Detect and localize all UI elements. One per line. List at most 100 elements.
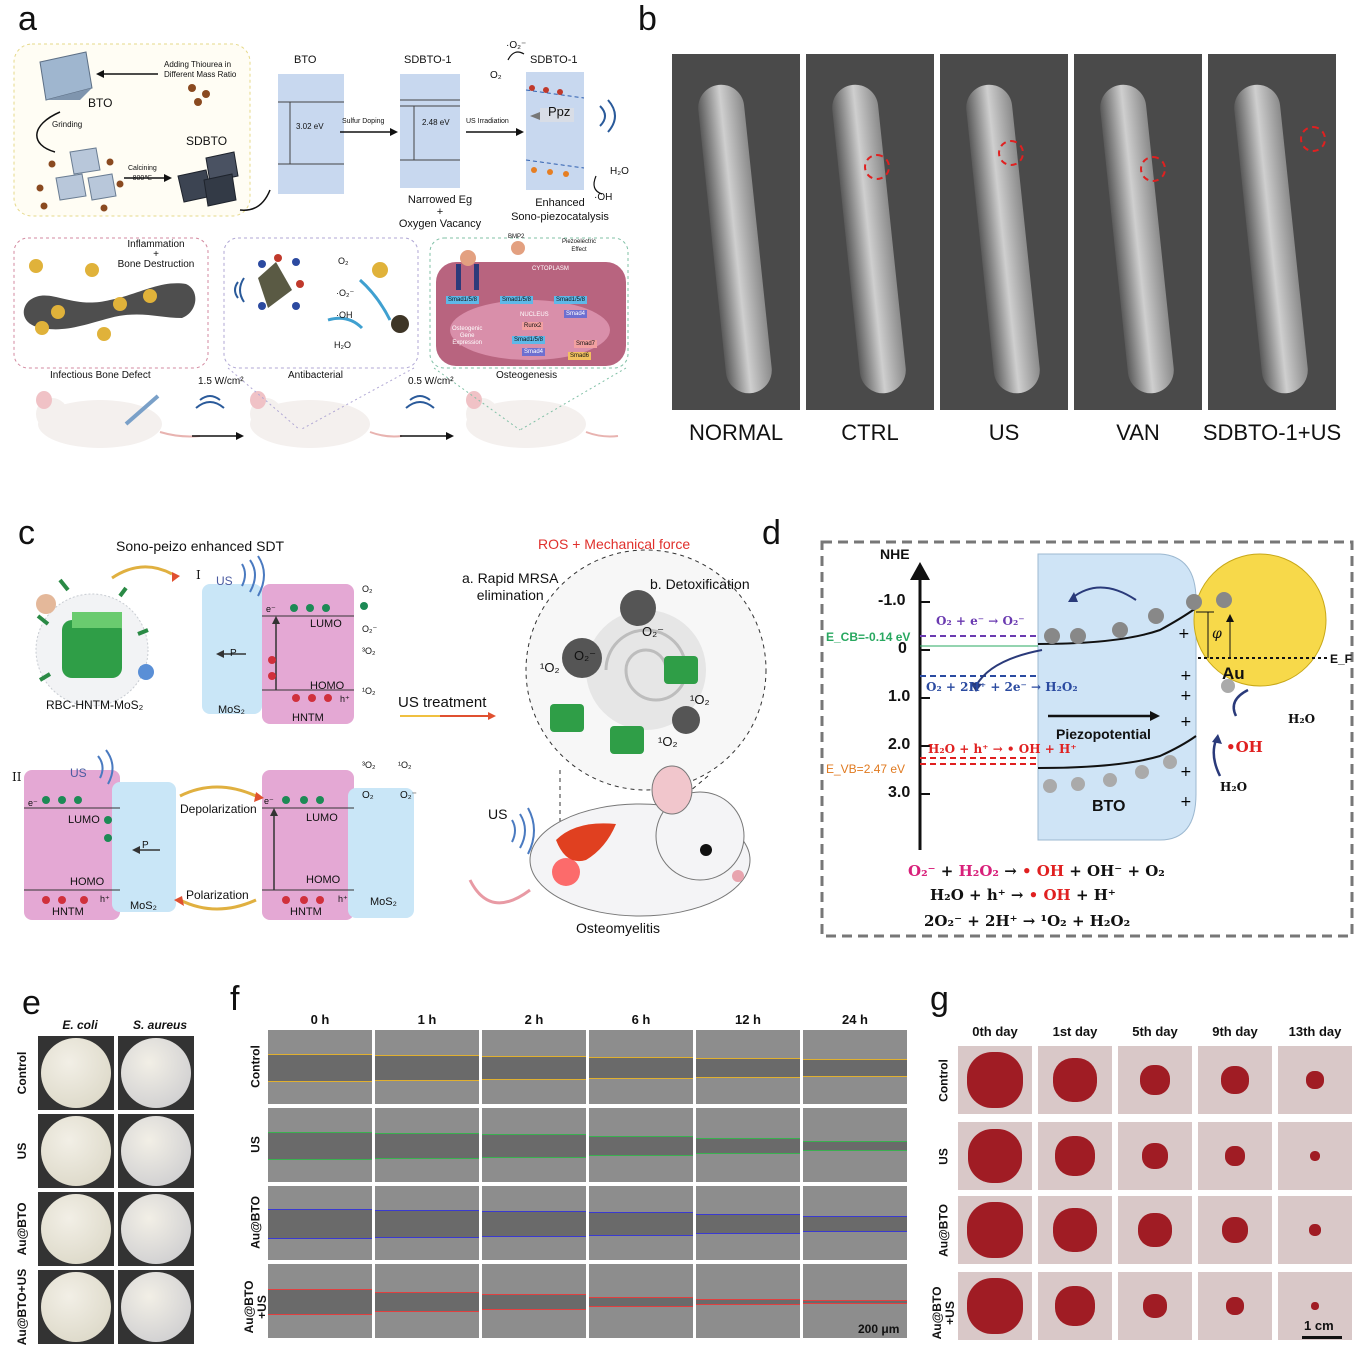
c-p-1: P bbox=[230, 648, 237, 659]
svg-text:+: + bbox=[1180, 668, 1192, 684]
f-col-header: 2 h bbox=[524, 1012, 544, 1027]
d-evb: E_VB=2.47 eV bbox=[826, 762, 906, 776]
xray-label: SDBTO-1+US bbox=[1202, 420, 1342, 445]
d-eq1: O₂⁻ + H₂O₂ → • OH + OH⁻ + O₂ bbox=[908, 862, 1165, 880]
svg-text:+: + bbox=[1178, 626, 1190, 642]
c-singlet-1: ¹O₂ bbox=[362, 686, 376, 696]
f-col-header: 6 h bbox=[631, 1012, 651, 1027]
wound bbox=[1311, 1302, 1319, 1310]
f-gap bbox=[696, 1214, 800, 1234]
adding-thiourea-line-2: Different Mass Ratio bbox=[164, 70, 237, 79]
g-cell bbox=[958, 1196, 1032, 1264]
f-gap bbox=[803, 1059, 907, 1077]
agar-plate bbox=[41, 1116, 111, 1186]
antibacterial-label: Antibacterial bbox=[288, 370, 344, 381]
agar-plate bbox=[41, 1038, 111, 1108]
enhanced-line-2: Sono-piezocatalysis bbox=[511, 211, 609, 223]
c-depolarization: Depolarization bbox=[180, 802, 257, 816]
c-hntm-2: HNTM bbox=[52, 906, 84, 918]
runx2-box: Runx2 bbox=[522, 322, 544, 330]
panel-label-e: e bbox=[22, 984, 41, 1022]
f-cell bbox=[268, 1108, 372, 1182]
xray-label: VAN bbox=[1116, 420, 1160, 445]
wound bbox=[1225, 1146, 1245, 1166]
us-irradiation-label: US Irradiation bbox=[466, 118, 509, 125]
f-gap bbox=[696, 1138, 800, 1154]
d-tick-3: 1.0 bbox=[888, 688, 911, 705]
xray-image bbox=[1074, 54, 1202, 410]
g-cell bbox=[958, 1272, 1032, 1340]
c-singlet-circle-1: ¹O₂ bbox=[540, 660, 560, 675]
d-h2o-b: H₂O bbox=[1220, 780, 1248, 794]
d-eq2: H₂O + h⁺ → • OH + H⁺ bbox=[930, 886, 1116, 904]
c-rapid-line-1: a. Rapid MRSA bbox=[462, 570, 559, 586]
f-cell bbox=[589, 1264, 693, 1338]
wound bbox=[1055, 1136, 1095, 1176]
calcining-line-1: Calcining bbox=[128, 165, 157, 172]
o2-radical-label: ·O₂⁻ bbox=[506, 40, 527, 51]
d-eq2-oh: • OH bbox=[1028, 886, 1071, 904]
narrowed-label: Narrowed Eg + Oxygen Vacancy bbox=[392, 194, 488, 230]
f-row-label: US bbox=[248, 1136, 263, 1153]
wound bbox=[1140, 1065, 1170, 1095]
g-cell bbox=[1118, 1046, 1192, 1114]
g-cell bbox=[1198, 1046, 1272, 1114]
g-col-header: 1st day bbox=[1052, 1024, 1098, 1039]
d-nhe: NHE bbox=[880, 546, 910, 562]
grinding-label: Grinding bbox=[52, 120, 83, 129]
xray-image bbox=[672, 54, 800, 410]
c-detox: b. Detoxification bbox=[650, 576, 750, 592]
f-col-header: 24 h bbox=[841, 1012, 868, 1027]
bone-shape bbox=[1097, 82, 1177, 396]
inflammation-line-2: + bbox=[153, 249, 159, 260]
wound bbox=[967, 1278, 1023, 1334]
smad-box-5: Smad1/5/8 bbox=[512, 336, 546, 344]
g-cell bbox=[1038, 1046, 1112, 1114]
xray-label: CTRL bbox=[841, 420, 899, 445]
piezo-effect-line-2: Effect bbox=[571, 247, 587, 253]
smad-box-3: Smad1/5/8 bbox=[554, 296, 588, 304]
c-singlet-circle-2: ¹O₂ bbox=[690, 692, 710, 707]
xray-image bbox=[1208, 54, 1336, 410]
e-row-label: Au@BTO+US bbox=[15, 1268, 29, 1346]
mol-oh: ·OH bbox=[336, 310, 353, 320]
d-eq3: 2O₂⁻ + 2H⁺ → ¹O₂ + H₂O₂ bbox=[924, 912, 1131, 930]
xray-image bbox=[806, 54, 934, 410]
c-homo-3: HOMO bbox=[306, 874, 341, 886]
c-us-2: US bbox=[70, 766, 87, 780]
c-polarization: Polarization bbox=[186, 888, 249, 902]
narrowed-line-3: Oxygen Vacancy bbox=[398, 218, 482, 230]
defect-circle bbox=[1300, 126, 1326, 152]
f-gap bbox=[482, 1211, 586, 1237]
d-oh: •OH bbox=[1226, 738, 1263, 756]
defect-circle bbox=[864, 154, 890, 180]
c-eminus-1: e⁻ bbox=[266, 604, 276, 614]
f-gap bbox=[482, 1056, 586, 1080]
wound bbox=[967, 1052, 1023, 1108]
svg-text:+: + bbox=[1180, 794, 1192, 810]
osteogenesis-label: Osteogenesis bbox=[496, 370, 558, 381]
panel-label-b: b bbox=[638, 0, 657, 38]
bto-label: BTO bbox=[88, 96, 113, 110]
c-o2rad-circle-1: O₂⁻ bbox=[642, 624, 665, 639]
e-row-label: Control bbox=[15, 1051, 29, 1095]
wound bbox=[1222, 1217, 1248, 1243]
d-eq1-arrow: → bbox=[998, 862, 1022, 880]
e-col-header: S. aureus bbox=[132, 1018, 188, 1032]
power1-label: 1.5 W/cm² bbox=[198, 376, 244, 387]
g-cell bbox=[1038, 1122, 1112, 1190]
f-cell bbox=[482, 1186, 586, 1260]
d-tick-1: -1.0 bbox=[878, 592, 906, 609]
d-ef: E_F bbox=[1330, 652, 1353, 666]
c-o2-2: O₂ bbox=[362, 790, 374, 801]
wound bbox=[968, 1129, 1022, 1183]
d-r2: O₂ + 2H⁺ + 2e⁻ → H₂O₂ bbox=[926, 680, 1078, 694]
c-us-1: US bbox=[216, 574, 233, 588]
wound bbox=[1053, 1058, 1097, 1102]
c-o2rad-circle-2: O₂⁻ bbox=[574, 648, 597, 663]
xray-label: NORMAL bbox=[688, 420, 784, 445]
d-phi: φ bbox=[1212, 626, 1222, 642]
f-cell bbox=[375, 1264, 479, 1338]
band-bto-ev: 3.02 eV bbox=[296, 122, 324, 131]
wound bbox=[1143, 1294, 1167, 1318]
